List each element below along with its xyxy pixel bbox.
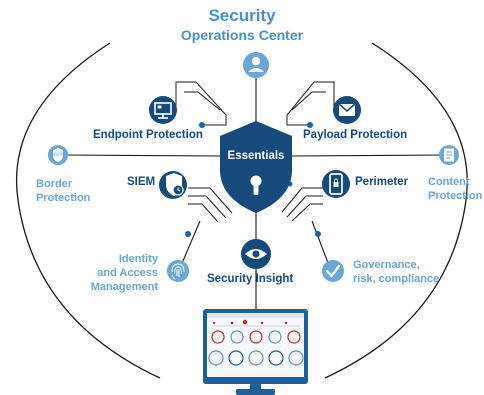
essentials-label: Essentials	[227, 150, 285, 162]
left-arc	[15, 42, 161, 379]
keyhole-icon	[250, 175, 262, 195]
dashboard-monitor	[203, 309, 308, 395]
monitor-icon	[149, 96, 177, 124]
identity-line-1: Identity	[118, 253, 158, 265]
outer-arcs	[15, 42, 468, 379]
title-line-2: Operations Center	[180, 27, 304, 43]
governance-line-2: risk, compliance	[353, 273, 440, 285]
endpoint-protection-label: Endpoint Protection	[93, 129, 203, 141]
spokes	[63, 78, 445, 310]
security-insight-label: Security Insight	[207, 273, 294, 285]
identity-line-3: Management	[90, 281, 158, 293]
governance-line-1: Governance,	[353, 259, 420, 271]
checkmark-icon	[322, 260, 344, 282]
dashboard-status-dots	[212, 319, 300, 327]
dashboard-gauges	[208, 330, 304, 366]
document-icon	[439, 145, 459, 165]
border-protection-line-1: Border	[36, 178, 73, 190]
content-protection-line-2: Protection	[428, 190, 483, 202]
envelope-icon	[333, 96, 361, 124]
phone-lock-icon	[322, 170, 350, 198]
right-arc	[324, 42, 468, 379]
title-line-1: Security	[208, 6, 276, 25]
perimeter-label: Perimeter	[355, 176, 409, 188]
shield-icon	[48, 145, 68, 165]
border-protection-line-2: Protection	[36, 192, 91, 204]
content-protection-line-1: Content	[428, 176, 470, 188]
essentials-shield	[220, 121, 292, 213]
circuit-traces	[175, 81, 335, 223]
eye-icon	[241, 239, 271, 269]
shield-clock-icon	[159, 171, 187, 199]
siem-label: SIEM	[127, 176, 156, 188]
fingerprint-icon	[167, 260, 189, 282]
payload-protection-label: Payload Protection	[303, 129, 408, 141]
identity-line-2: and Access	[97, 267, 158, 279]
user-icon	[243, 52, 269, 78]
